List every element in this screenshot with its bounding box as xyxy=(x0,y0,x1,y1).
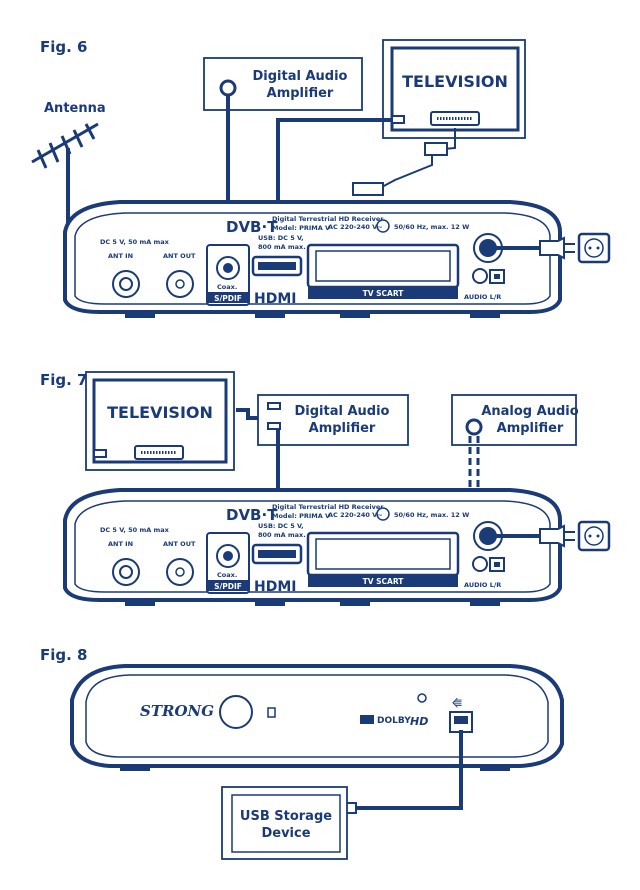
analog-jack-icon xyxy=(465,418,483,436)
model-line1-fig7: Digital Terrestrial HD Receiver xyxy=(272,503,384,511)
audio-lr-label-fig7: AUDIO L/R xyxy=(464,581,501,589)
ac-spec-fig7: AC 220-240 V~ xyxy=(328,511,383,519)
model-line2-fig7: Model: PRIMA V xyxy=(272,512,330,520)
hz-spec-fig7: 50/60 Hz, max. 12 W xyxy=(394,511,469,519)
ant-out-label: ANT OUT xyxy=(163,252,196,260)
fig7-title: Fig. 7 xyxy=(40,371,87,389)
power-spec-fig7: DC 5 V, 50 mA max xyxy=(100,526,170,534)
usb-storage-label-line2: Device xyxy=(261,826,310,841)
ac-spec: AC 220-240 V~ xyxy=(328,223,383,231)
scart-cable xyxy=(379,128,456,189)
usb-spec1: USB: DC 5 V, xyxy=(258,234,304,242)
model-line1: Digital Terrestrial HD Receiver xyxy=(272,215,384,223)
amp-label-line1: Digital Audio xyxy=(253,69,348,84)
usb-spec2-fig7: 800 mA max. xyxy=(258,531,306,539)
coax-label: Coax. xyxy=(217,283,237,291)
power-spec: DC 5 V, 50 mA max xyxy=(100,238,170,246)
digital-audio-amplifier-box-fig7 xyxy=(257,394,409,446)
hz-spec: 50/60 Hz, max. 12 W xyxy=(394,223,469,231)
hd-logo: HD xyxy=(410,715,428,728)
digital-amp-label-line1: Digital Audio xyxy=(295,404,390,419)
ant-in-label: ANT IN xyxy=(108,252,133,260)
amplifier-jack-icon xyxy=(219,79,237,97)
audio-lr-label: AUDIO L/R xyxy=(464,293,501,301)
spdif-label: S/PDIF xyxy=(214,294,242,303)
dvbt-logo-fig7: DVB·T xyxy=(226,506,278,524)
usb-icon: ⭅ xyxy=(452,697,462,710)
television-label-fig7: TELEVISION xyxy=(107,403,213,422)
analog-amp-label-line1: Analog Audio xyxy=(481,404,578,419)
dolby-label: DOLBY xyxy=(377,716,411,726)
ir-window xyxy=(219,695,253,729)
usb-spec2: 800 mA max. xyxy=(258,243,306,251)
ant-out-label-fig7: ANT OUT xyxy=(163,540,196,548)
hdmi-logo-fig7: HDMI xyxy=(254,579,296,595)
tv-scart-label: TV SCART xyxy=(363,289,405,298)
usb-storage-label-line1: USB Storage xyxy=(240,809,332,824)
strong-logo: STRONG xyxy=(140,702,214,720)
amp-label-line2: Amplifier xyxy=(267,86,334,101)
television-label: TELEVISION xyxy=(402,72,508,91)
antenna-icon xyxy=(31,122,99,169)
digital-amp-label-line2: Amplifier xyxy=(309,421,376,436)
tv-scart-label-fig7: TV SCART xyxy=(363,577,405,586)
hdmi-logo: HDMI xyxy=(254,291,296,307)
fig6-title: Fig. 6 xyxy=(40,38,87,56)
digital-audio-amplifier-box xyxy=(203,57,363,111)
led-indicator xyxy=(417,693,427,703)
antenna-label: Antenna xyxy=(44,101,106,116)
usb-cable xyxy=(356,730,463,810)
usb-spec1-fig7: USB: DC 5 V, xyxy=(258,522,304,530)
fig8-title: Fig. 8 xyxy=(40,646,87,664)
dvbt-logo: DVB·T xyxy=(226,218,278,236)
dolby-icon xyxy=(360,715,374,724)
analog-amp-label-line2: Amplifier xyxy=(497,421,564,436)
ant-in-label-fig7: ANT IN xyxy=(108,540,133,548)
receiver-front xyxy=(70,664,564,768)
spdif-label-fig7: S/PDIF xyxy=(214,582,242,591)
model-line2: Model: PRIMA V xyxy=(272,224,330,232)
coax-label-fig7: Coax. xyxy=(217,571,237,579)
